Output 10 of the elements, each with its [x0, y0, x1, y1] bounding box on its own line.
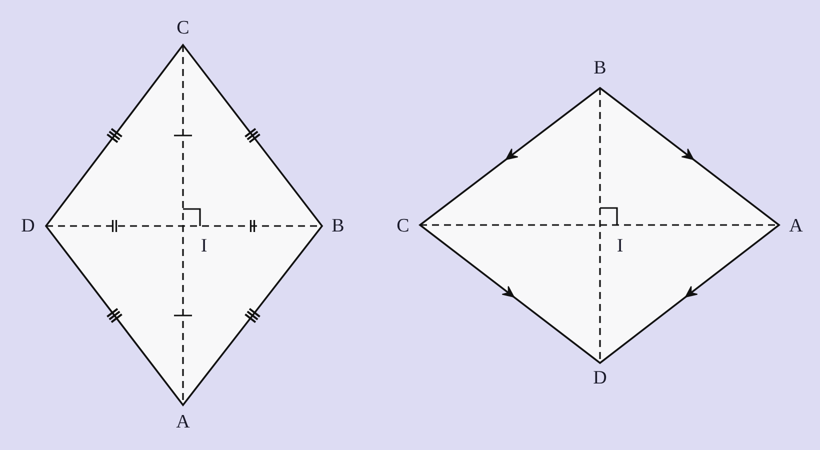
vertex-label: B [594, 58, 606, 78]
point-label: I [616, 236, 624, 256]
vertex-label: C [396, 216, 410, 236]
vertex-label: D [21, 216, 35, 236]
point-label: I [200, 236, 208, 256]
vertex-label: D [593, 368, 607, 388]
vertex-label: B [332, 216, 344, 236]
vertex-label: A [789, 216, 803, 236]
vertex-label: A [176, 412, 190, 432]
vertex-label: C [176, 18, 190, 38]
